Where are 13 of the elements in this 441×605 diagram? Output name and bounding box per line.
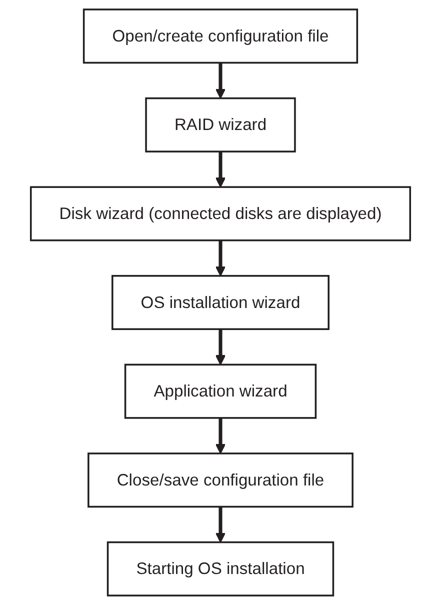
node-box: RAID wizard <box>145 97 296 152</box>
arrow <box>215 240 226 276</box>
arrow <box>215 329 226 366</box>
arrow <box>215 62 226 99</box>
arrow <box>215 418 226 454</box>
arrow <box>215 152 226 188</box>
node-box: Disk wizard (connected disks are displayed) <box>30 186 412 242</box>
node-box: Application wizard <box>124 364 317 419</box>
node-box: Close/save configuration file <box>88 452 354 508</box>
node-box: OS installation wizard <box>112 274 330 330</box>
arrow <box>215 506 226 543</box>
node-box: Open/create configuration file <box>82 8 358 64</box>
node-box: Starting OS installation <box>106 541 334 596</box>
